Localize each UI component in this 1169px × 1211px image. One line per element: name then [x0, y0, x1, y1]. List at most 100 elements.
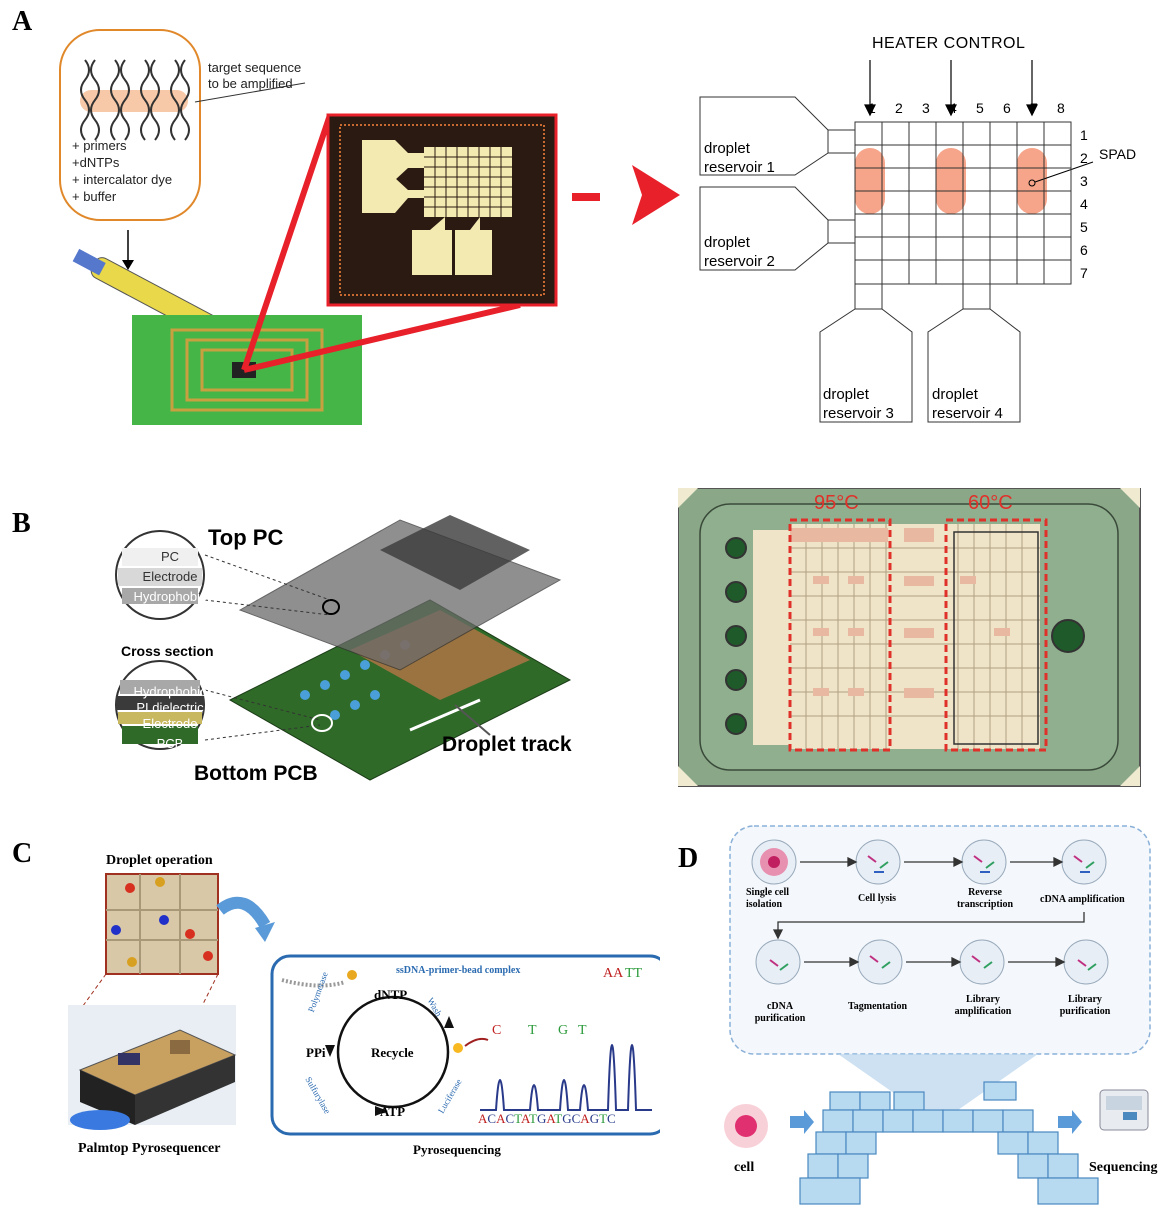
target-label-line2: to be amplified	[208, 76, 293, 91]
panel-c-graphic	[68, 873, 660, 1136]
reagent-item: + primers	[72, 138, 127, 153]
base: T	[514, 1111, 522, 1126]
base: A	[521, 1111, 529, 1126]
reservoir-text: droplet	[823, 386, 869, 403]
pyrosequencing-label: Pyrosequencing	[413, 1142, 501, 1157]
base: A	[546, 1111, 555, 1126]
panel-d-letter: D	[678, 843, 699, 874]
top-pc-label: Top PC	[208, 525, 284, 550]
target-label-line1: target sequence	[208, 60, 302, 75]
step-cdna-amplification: cDNA amplification	[1040, 894, 1125, 905]
big-red-arrow-head	[632, 165, 680, 225]
step-tagmentation: Tagmentation	[848, 1001, 908, 1012]
reservoir-label-4: droplet reservoir 4	[932, 385, 1003, 423]
column-number: 1	[868, 100, 876, 116]
panel-a-letter: A	[12, 6, 33, 37]
row-number: 6	[1080, 242, 1088, 258]
row-number: 2	[1080, 150, 1088, 166]
peak-letter: T	[528, 1023, 537, 1038]
reagent-item: + buffer	[72, 189, 117, 204]
column-numbers: 1 2 3 4 5 6 7 8	[855, 100, 1071, 120]
peak-letter: AA	[603, 966, 624, 981]
step-library-purification: Library purification	[1059, 994, 1111, 1017]
panel-a-graphic	[59, 29, 600, 425]
column-number: 4	[949, 100, 957, 116]
base: T	[554, 1111, 563, 1126]
base: T	[599, 1111, 608, 1126]
palmtop-label: Palmtop Pyrosequencer	[78, 1141, 221, 1156]
column-number: 8	[1057, 100, 1065, 116]
temperature-60-label: 60°C	[968, 492, 1013, 514]
step-single-cell-isolation: Single cell isolation	[746, 887, 790, 910]
base: C	[487, 1111, 497, 1126]
panel-b-letter: B	[12, 508, 31, 539]
panel-d-graphic	[724, 825, 1151, 1205]
base: A	[496, 1111, 506, 1126]
base: C	[505, 1111, 515, 1126]
layer-label: PCB	[156, 736, 184, 751]
reservoir-text: droplet	[704, 140, 750, 157]
cycle-node-ppi: PPi	[306, 1045, 326, 1060]
peak-letter: TT	[625, 966, 643, 981]
reservoir-text: droplet	[704, 234, 750, 251]
droplet-operation-label: Droplet operation	[106, 853, 213, 868]
reservoir-label-2: droplet reservoir 2	[704, 233, 775, 271]
layer-label: Hydrophobic	[133, 589, 207, 604]
layer-label: Hydrophobic	[133, 684, 207, 699]
row-number: 3	[1080, 173, 1088, 189]
peak-letter: T	[578, 1023, 587, 1038]
reservoir-text: reservoir 2	[704, 253, 775, 270]
reservoir-label-1: droplet reservoir 1	[704, 139, 775, 177]
layer-label: Electrode	[142, 569, 198, 584]
reagent-item: +dNTPs	[72, 155, 120, 170]
base: A	[580, 1111, 590, 1126]
sequencing-label: Sequencing	[1089, 1160, 1158, 1175]
step-cdna-purification: cDNA purification	[754, 1001, 806, 1024]
bottom-pcb-label: Bottom PCB	[194, 762, 318, 785]
pcr-chip-board	[678, 488, 1141, 787]
reservoir-text: reservoir 3	[823, 405, 894, 422]
cycle-center-label: Recycle	[371, 1045, 414, 1060]
reservoir-text: droplet	[932, 386, 978, 403]
cross-section-bottom: Hydrophobic PI dielectric Electrode PCB	[118, 684, 222, 752]
heater-control-label: HEATER CONTROL	[872, 35, 1026, 52]
reservoir-label-3: droplet reservoir 3	[823, 385, 894, 423]
peak-letter: C	[492, 1023, 502, 1038]
step-cell-lysis: Cell lysis	[858, 893, 897, 904]
base: G	[536, 1111, 547, 1126]
layer-label: PC	[160, 549, 180, 564]
base: C	[571, 1111, 581, 1126]
base: C	[607, 1111, 616, 1126]
base: T	[528, 1111, 537, 1126]
cell-label: cell	[734, 1160, 755, 1175]
column-number: 6	[1003, 100, 1011, 116]
reservoir-text: reservoir 4	[932, 405, 1003, 422]
cycle-node-dntp: dNTP	[374, 987, 408, 1002]
column-number: 3	[922, 100, 930, 116]
cross-section-top: PC Electrode Hydrophobic	[118, 547, 222, 607]
spad-label: SPAD	[1099, 146, 1137, 162]
peak-letter: G	[558, 1023, 569, 1038]
row-number: 7	[1080, 265, 1088, 281]
reagent-item: + intercalator dye	[72, 172, 173, 187]
column-number: 2	[895, 100, 903, 116]
step-reverse-transcription: Reverse transcription	[956, 887, 1014, 910]
layer-label: PI dielectric	[136, 700, 204, 715]
panel-b-exploded-view	[115, 515, 572, 781]
row-number: 1	[1080, 127, 1088, 143]
sequence-readout: ACACTATGATGCAGTC	[478, 1111, 616, 1127]
electrode-grid-schematic	[699, 60, 1094, 423]
reservoir-text: reservoir 1	[704, 159, 775, 176]
base: A	[478, 1111, 488, 1126]
base: G	[562, 1111, 572, 1126]
step-library-amplification: Library amplification	[954, 994, 1012, 1017]
reagent-list: + primers +dNTPs + intercalator dye + bu…	[72, 137, 172, 205]
row-number: 5	[1080, 219, 1088, 235]
cycle-node-atp: ATP	[380, 1104, 406, 1119]
target-sequence-label: target sequence to be amplified	[208, 60, 301, 92]
row-number: 4	[1080, 196, 1088, 212]
base: G	[589, 1111, 600, 1126]
column-number: 5	[976, 100, 984, 116]
panel-c-letter: C	[12, 838, 33, 869]
